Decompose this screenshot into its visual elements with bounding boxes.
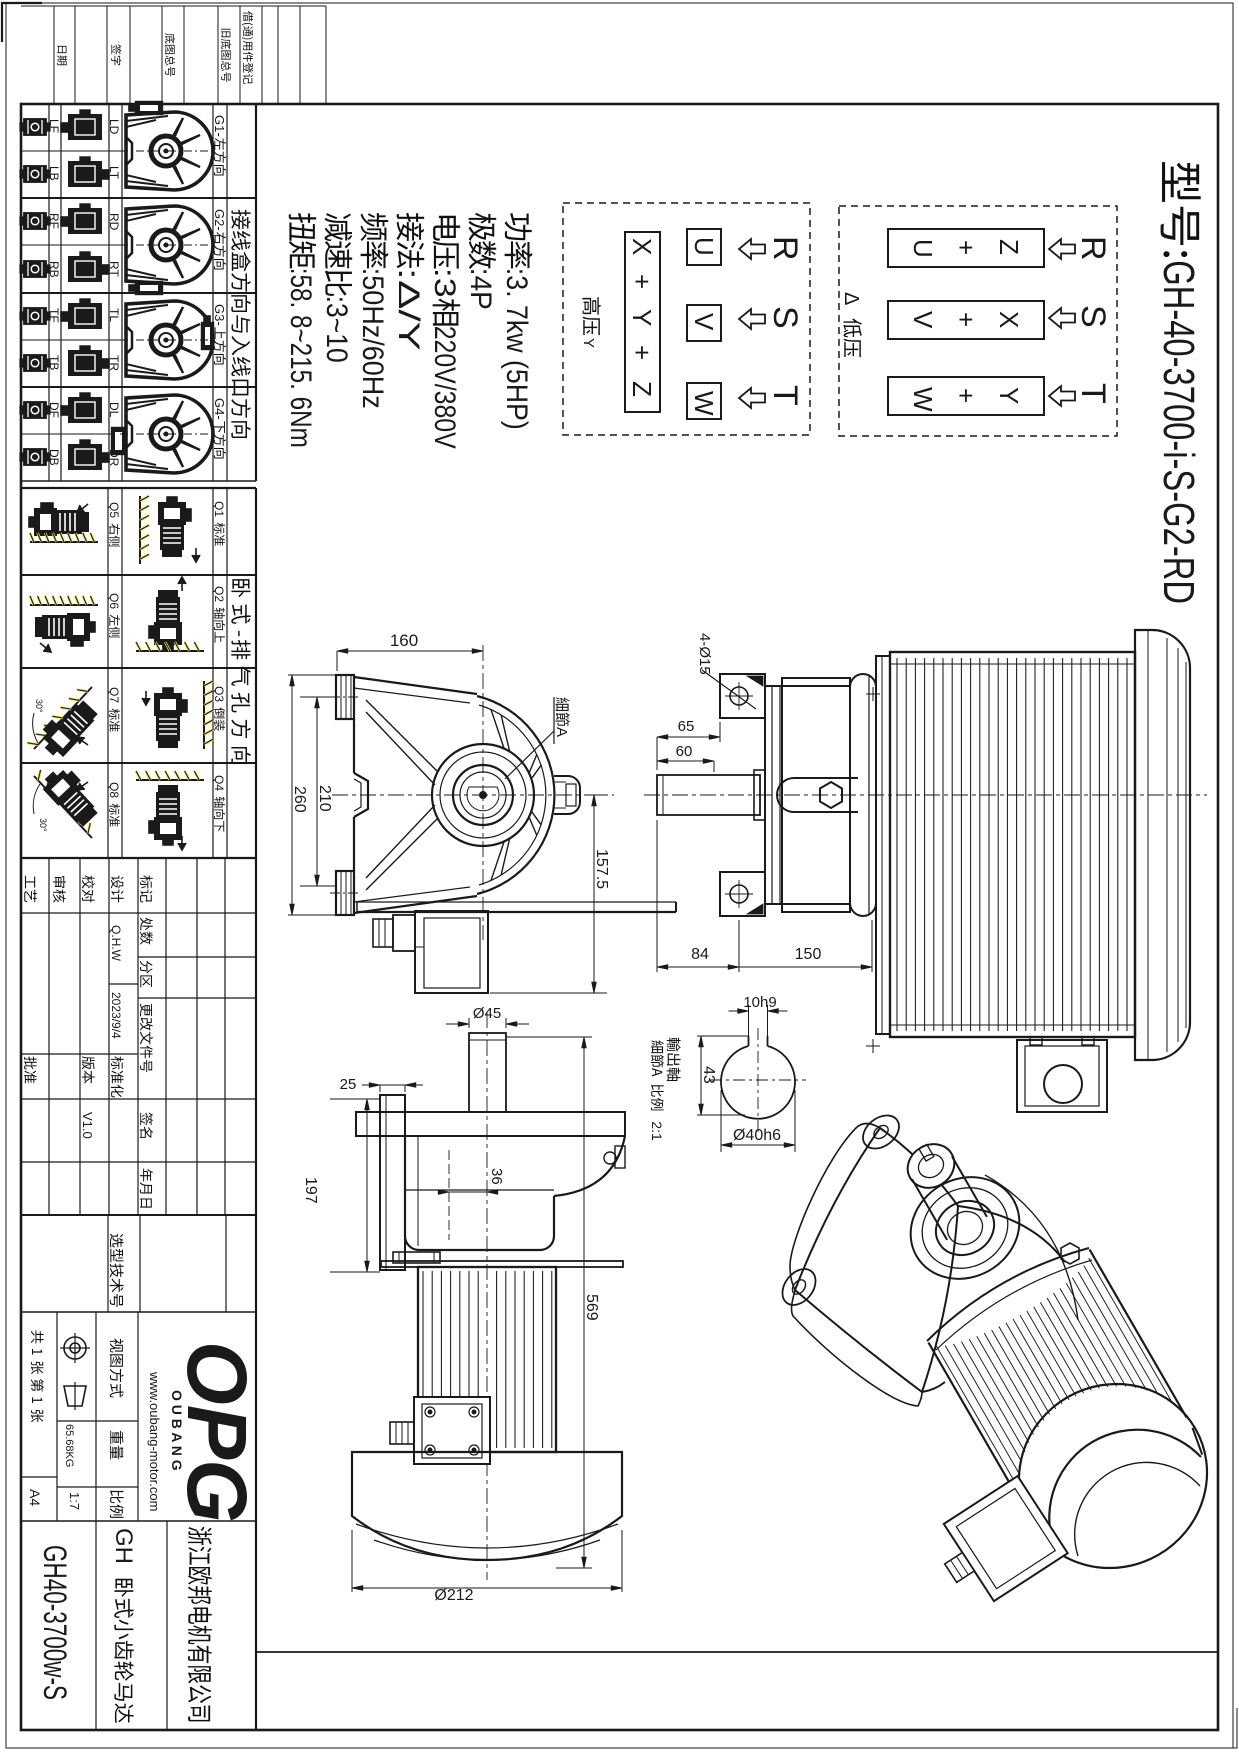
svg-text:1:7: 1:7 — [67, 1492, 82, 1510]
svg-text:V: V — [908, 311, 938, 329]
svg-text:G2-: G2- — [212, 209, 227, 231]
svg-text:260: 260 — [291, 786, 308, 813]
svg-text:V1.0: V1.0 — [80, 1112, 95, 1139]
svg-text:GH: GH — [110, 1528, 137, 1564]
svg-text:www.oubang-motor.com: www.oubang-motor.com — [147, 1371, 162, 1511]
svg-text:GH-40-3700-i-S-G2-RD: GH-40-3700-i-S-G2-RD — [1154, 260, 1203, 604]
svg-text:+: + — [951, 240, 981, 255]
svg-text::3~10: :3~10 — [320, 296, 353, 363]
svg-text:157.5: 157.5 — [593, 849, 610, 889]
svg-text:DL: DL — [107, 402, 121, 418]
svg-text:RB: RB — [47, 261, 61, 278]
svg-text:10h9: 10h9 — [743, 994, 776, 1011]
svg-text:LD: LD — [107, 119, 121, 135]
svg-text:60: 60 — [676, 743, 693, 760]
svg-text:LT: LT — [107, 166, 121, 180]
svg-text:Ø45: Ø45 — [473, 1005, 501, 1022]
svg-text:160: 160 — [390, 631, 418, 650]
svg-text:Q8: Q8 — [107, 782, 121, 798]
svg-text:LB: LB — [47, 166, 61, 181]
svg-text:細節A: 細節A — [553, 697, 571, 737]
svg-text:W: W — [689, 391, 719, 416]
svg-text:2:1: 2:1 — [649, 1121, 665, 1141]
svg-text:A4: A4 — [27, 1489, 43, 1506]
svg-text:TR: TR — [107, 355, 121, 371]
svg-text:V: V — [689, 313, 719, 331]
svg-text::4P: :4P — [464, 268, 497, 310]
svg-text:OPG: OPG — [170, 1341, 264, 1523]
svg-text:Q3: Q3 — [212, 686, 226, 702]
svg-text:G3-: G3- — [212, 304, 227, 326]
svg-text:+: + — [627, 274, 657, 289]
svg-text:RD: RD — [107, 213, 121, 231]
svg-text:G1-: G1- — [212, 115, 227, 137]
svg-text:U: U — [689, 237, 719, 256]
svg-text:O U B A N G: O U B A N G — [169, 1390, 185, 1471]
svg-text:R: R — [766, 236, 804, 261]
svg-text:65.68KG: 65.68KG — [63, 1424, 75, 1467]
svg-text:4-Ø15: 4-Ø15 — [696, 633, 713, 675]
svg-text:30°: 30° — [34, 699, 44, 713]
svg-text:Δ: Δ — [840, 292, 862, 305]
svg-text:Y: Y — [580, 338, 597, 348]
svg-text:GH40-3700w-S: GH40-3700w-S — [37, 1545, 73, 1700]
svg-text::3: :3 — [428, 268, 461, 298]
svg-text:36: 36 — [488, 1168, 505, 1185]
svg-text:65: 65 — [678, 718, 695, 735]
svg-text:G4-: G4- — [212, 398, 227, 420]
svg-text:+: + — [951, 388, 981, 403]
svg-text::58. 8~215. 6Nm: :58. 8~215. 6Nm — [284, 268, 317, 448]
svg-text:S: S — [766, 306, 804, 329]
svg-text:150: 150 — [795, 946, 822, 963]
svg-text:Y: Y — [627, 309, 657, 326]
svg-text:220V/380V: 220V/380V — [428, 326, 461, 449]
svg-text:210: 210 — [316, 785, 333, 812]
svg-text:T: T — [766, 385, 804, 406]
svg-text::50Hz/60Hz: :50Hz/60Hz — [356, 268, 389, 409]
svg-text:DF: DF — [47, 402, 61, 418]
svg-text:Q.H.W: Q.H.W — [109, 925, 123, 962]
svg-text:25: 25 — [340, 1076, 357, 1093]
svg-text:569: 569 — [583, 1294, 600, 1321]
svg-text:Z: Z — [627, 381, 657, 397]
svg-text:Q7: Q7 — [107, 687, 121, 703]
svg-text:43: 43 — [700, 1066, 717, 1084]
svg-text:TB: TB — [47, 355, 61, 370]
svg-text:197: 197 — [302, 1177, 319, 1204]
svg-text:Q2: Q2 — [212, 586, 226, 602]
svg-text:+: + — [627, 345, 657, 360]
svg-text:W: W — [908, 387, 938, 412]
svg-text:Q1: Q1 — [212, 501, 226, 517]
svg-text:Q6: Q6 — [107, 593, 121, 609]
svg-text:TF: TF — [47, 308, 61, 323]
svg-text:DB: DB — [47, 449, 61, 466]
svg-text:X: X — [994, 311, 1024, 328]
svg-text:R: R — [1074, 236, 1112, 261]
svg-text:84: 84 — [691, 946, 709, 963]
svg-text:RT: RT — [107, 261, 121, 277]
svg-text:Y: Y — [994, 387, 1024, 404]
svg-text:RF: RF — [47, 213, 61, 229]
svg-text:X: X — [627, 238, 657, 255]
svg-text::Δ/Y: :Δ/Y — [392, 268, 425, 351]
svg-text::3. 7kw (5HP): :3. 7kw (5HP) — [500, 268, 533, 430]
svg-text:T: T — [1074, 383, 1112, 404]
svg-text:Q5: Q5 — [107, 502, 121, 518]
svg-text:+: + — [951, 312, 981, 327]
svg-text:Q4: Q4 — [212, 775, 226, 791]
svg-text:TL: TL — [107, 308, 121, 322]
svg-text:S: S — [1074, 305, 1112, 328]
svg-text:Ø212: Ø212 — [434, 1587, 473, 1604]
svg-text:2023/9/4: 2023/9/4 — [109, 992, 123, 1039]
svg-text:U: U — [908, 239, 938, 258]
svg-text:Ø40h6: Ø40h6 — [733, 1127, 781, 1144]
svg-text:Z: Z — [994, 239, 1024, 255]
svg-text:30°: 30° — [38, 818, 48, 832]
svg-text:LF: LF — [47, 119, 61, 133]
